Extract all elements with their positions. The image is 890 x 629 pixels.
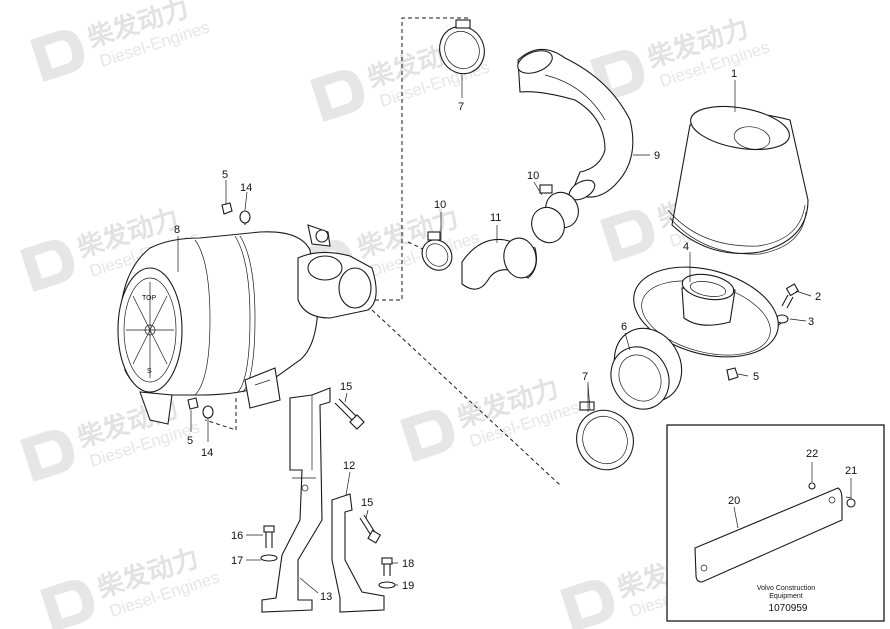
fasteners <box>187 202 800 589</box>
bolt-2 <box>781 283 800 309</box>
washer-14-top <box>239 210 251 224</box>
leader-lines <box>177 75 812 594</box>
callout-16: 16 <box>231 530 243 542</box>
callout-18: 18 <box>402 558 414 570</box>
hose-9 <box>517 48 634 201</box>
washer-17 <box>260 554 278 562</box>
callout-4: 4 <box>683 241 689 253</box>
nut-5-right <box>726 367 739 381</box>
washer-14-lower <box>202 405 214 419</box>
filter-drain-valve <box>139 391 173 425</box>
callout-numbers: 1 2 3 4 5 5 5 6 7 7 8 9 10 10 11 12 13 1… <box>174 68 821 603</box>
inset-plate-detail: 22 21 20 Volvo Construction Equipment 10… <box>666 424 885 622</box>
identification-plate <box>694 487 843 583</box>
callout-6: 6 <box>621 321 627 333</box>
adapter-ring-6 <box>610 327 683 410</box>
callout-20: 20 <box>728 495 740 507</box>
plate-text-line1: Volvo Construction <box>757 585 815 592</box>
bolt-15-upper <box>334 398 365 430</box>
inlet-flange <box>633 266 779 358</box>
callout-11: 11 <box>490 212 501 224</box>
callout-1: 1 <box>731 68 737 80</box>
callout-21: 21 <box>845 465 857 477</box>
clamp-7-lower <box>576 401 634 471</box>
air-filter-housing: TOP S <box>117 224 377 425</box>
bolt-18 <box>381 557 393 576</box>
mounting-bracket <box>261 387 385 613</box>
callout-5-right: 5 <box>753 371 759 383</box>
callout-3: 3 <box>808 316 814 328</box>
bolt-15-lower <box>359 514 382 544</box>
callout-10-left: 10 <box>434 199 446 211</box>
bolt-16 <box>263 525 275 548</box>
pre-cleaner <box>667 105 809 255</box>
rivet-21 <box>845 496 856 508</box>
clamp-10-right <box>531 184 579 244</box>
filter-top-label: TOP <box>142 295 157 302</box>
clamp-7-top <box>439 19 485 75</box>
plate-text-line2: Equipment <box>769 593 803 600</box>
nut-5-lower <box>187 397 199 410</box>
callout-10-right: 10 <box>527 170 539 182</box>
filter-cap-marking <box>126 282 174 378</box>
callout-2: 2 <box>815 291 821 303</box>
callout-22: 22 <box>806 448 818 460</box>
callout-7-lower: 7 <box>582 371 588 383</box>
callout-7-top: 7 <box>458 101 464 113</box>
callout-14-lower: 14 <box>201 447 213 459</box>
callout-5-lower: 5 <box>187 435 193 447</box>
callout-5-top: 5 <box>222 169 228 181</box>
reference-number: 1070959 <box>769 603 808 614</box>
filter-s-label: S <box>147 368 152 375</box>
callout-8: 8 <box>174 224 180 236</box>
clamp-10-left <box>421 231 453 271</box>
callout-17: 17 <box>231 555 243 567</box>
bracket-12 <box>331 493 385 613</box>
callout-15-upper: 15 <box>340 381 352 393</box>
callout-9: 9 <box>654 150 660 162</box>
nut-5-top <box>221 202 233 215</box>
callout-15-lower: 15 <box>361 497 373 509</box>
callout-19: 19 <box>402 580 414 592</box>
callout-12: 12 <box>343 460 355 472</box>
rivet-22 <box>808 462 816 490</box>
hose-11 <box>461 237 537 290</box>
callout-13: 13 <box>320 591 332 603</box>
callout-14-top: 14 <box>240 182 252 194</box>
washer-19 <box>378 581 396 589</box>
